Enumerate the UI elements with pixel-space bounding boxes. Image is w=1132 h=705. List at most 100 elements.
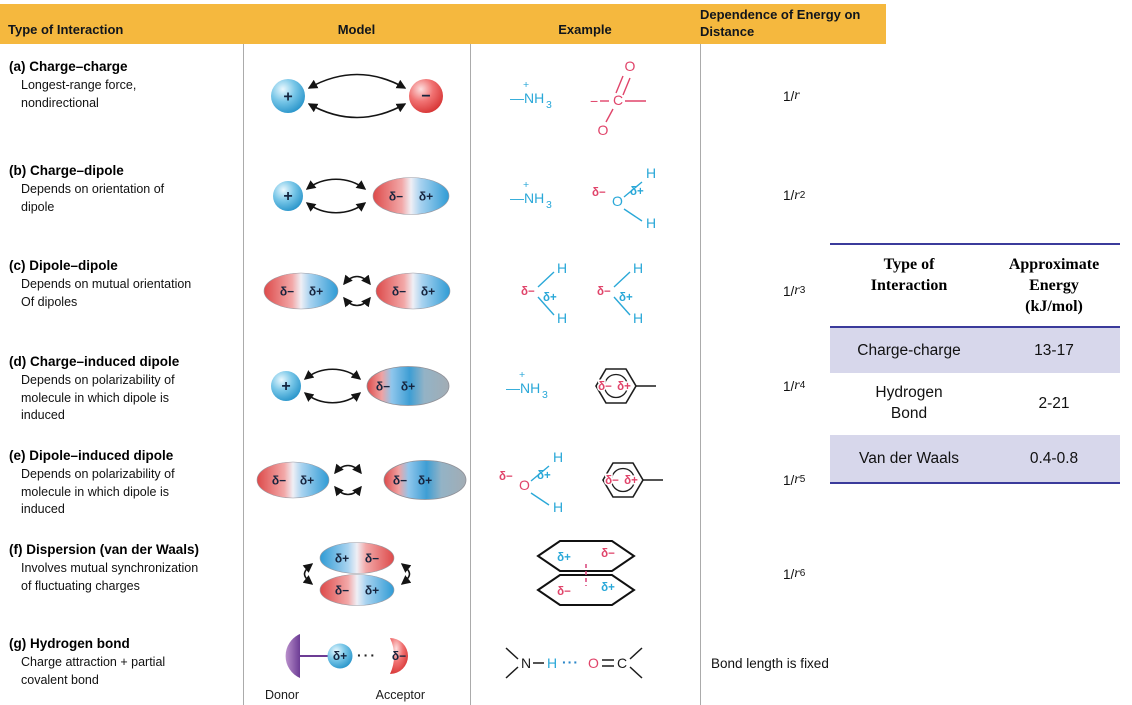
model-dipole-dipole: δ− δ+ δ− δ+ xyxy=(263,272,451,310)
oxygen-bottom-label: O xyxy=(597,122,608,138)
attraction-arrow-bottom xyxy=(307,103,407,119)
nh3-text: —NH xyxy=(510,90,544,106)
delta-minus-label: δ− xyxy=(376,380,390,394)
dipole-ellipse xyxy=(375,272,451,310)
oh-bond xyxy=(530,492,549,506)
hydrogen-label: H xyxy=(557,260,567,276)
nh3-superscript: + xyxy=(523,79,529,91)
row-title: (e) Dipole–induced dipole xyxy=(9,448,174,463)
oh-bond xyxy=(623,207,642,222)
benzene-ring-top xyxy=(535,540,636,572)
energy-table-header-energy: Approximate Energy (kJ/mol) xyxy=(988,254,1120,317)
ammonium-group: —NH 3 + xyxy=(510,79,552,111)
example-cell: —NH 3 + δ− O δ+ H H xyxy=(470,148,700,243)
row-desc-line: dipole xyxy=(21,199,55,214)
dipole-ellipse xyxy=(263,272,339,310)
delta-minus-label: δ− xyxy=(280,285,294,299)
oh-bond xyxy=(530,465,549,482)
carbon-label: C xyxy=(612,92,622,108)
hydrogen-label: H xyxy=(553,499,563,514)
plus-charge-label: + xyxy=(283,188,292,205)
energy-table-header: Type of Interaction Approximate Energy (… xyxy=(830,243,1120,329)
delta-minus-label: δ− xyxy=(557,586,571,598)
donor-acceptor-labels: Donor Acceptor xyxy=(244,688,470,702)
row-title: (g) Hydrogen bond xyxy=(9,636,130,651)
delta-minus-label: δ− xyxy=(605,475,619,487)
row-charge-dipole: (b) Charge–dipole Depends on orientation… xyxy=(0,148,886,243)
attraction-arrow-bottom xyxy=(303,392,362,404)
model-cell: δ+ δ− δ− δ+ xyxy=(243,527,470,621)
delta-plus-label: δ+ xyxy=(624,475,638,487)
nh3-text: —NH xyxy=(506,380,540,396)
row-desc-line: Of dipoles xyxy=(21,294,78,309)
dep-num: 1/ xyxy=(783,378,795,394)
delta-plus-label: δ+ xyxy=(365,584,379,598)
header-example: Example xyxy=(558,22,612,37)
model-cell: + − xyxy=(243,44,470,148)
header-model: Model xyxy=(337,22,376,37)
delta-plus-label: δ+ xyxy=(335,552,349,566)
plus-charge-label: + xyxy=(281,378,290,395)
model-dispersion: δ+ δ− δ− δ+ xyxy=(302,542,412,606)
carbon-label: C xyxy=(617,655,627,671)
dep-r: r xyxy=(794,378,800,393)
dep-num: 1/ xyxy=(783,472,795,488)
row-desc-line: Longest-range force, xyxy=(21,78,137,92)
header-line: Approximate xyxy=(1008,256,1100,273)
model-charge-charge: + − xyxy=(271,73,443,119)
oh-bond xyxy=(613,271,630,288)
row-desc-line: molecule in which dipole is xyxy=(21,390,169,405)
row-desc-line: of fluctuating charges xyxy=(21,578,140,593)
header-dependence: Dependence of Energy on Distance xyxy=(700,7,861,39)
example-cell: δ+ δ− δ− δ+ xyxy=(470,527,700,621)
row-dipole-induced-dipole: (e) Dipole–induced dipole Depends on pol… xyxy=(0,433,886,527)
delta-plus-label: δ+ xyxy=(543,292,557,304)
hydrogen-label: H xyxy=(646,165,656,181)
delta-plus-label: δ+ xyxy=(309,285,323,299)
dep-r: r xyxy=(794,88,800,103)
fluctuating-dipole-bottom xyxy=(319,574,395,606)
induced-dipole-ellipse xyxy=(366,366,450,406)
aromatic-circle xyxy=(603,373,628,399)
hydrogen-label: H xyxy=(646,215,656,230)
dep-num: 1/ xyxy=(783,188,795,203)
oxygen-top-label: O xyxy=(624,58,635,74)
row-hydrogen-bond: (g) Hydrogen bond Charge attraction + pa… xyxy=(0,621,886,705)
attraction-arrow-bottom xyxy=(334,485,362,497)
delta-plus-label: δ+ xyxy=(401,380,415,394)
row-desc-line: Depends on orientation of xyxy=(21,182,165,196)
model-hydrogen-bond: δ+ ··· δ− xyxy=(285,634,408,678)
benzene-ring-bottom xyxy=(535,574,636,606)
delta-plus-label: δ+ xyxy=(333,649,347,663)
model-cell: δ− δ+ δ− δ+ xyxy=(243,243,470,339)
delta-minus-label: δ− xyxy=(335,584,349,598)
example-cell: N H ··· O C xyxy=(470,621,700,705)
oxygen-label: O xyxy=(519,477,530,493)
row-charge-induced-dipole: (d) Charge–induced dipole Depends on pol… xyxy=(0,339,886,433)
interaction-type-cell: Van der Waals xyxy=(859,449,959,467)
attraction-arrow-right xyxy=(400,563,412,585)
row-title: (d) Charge–induced dipole xyxy=(9,354,180,369)
nh3-superscript: + xyxy=(519,369,525,381)
hydrogen-bond-dots: ··· xyxy=(357,647,377,663)
positive-ion-sphere xyxy=(271,371,301,401)
nitrogen-label: N xyxy=(521,655,531,671)
delta-minus-label: δ− xyxy=(365,552,379,566)
dep-num: 1/ xyxy=(783,566,795,582)
nh3-subscript: 3 xyxy=(546,199,552,211)
attraction-arrow-top xyxy=(334,463,362,475)
model-charge-dipole: + δ− δ+ xyxy=(273,176,450,215)
type-cell: (a) Charge–charge Longest-range force, n… xyxy=(0,44,243,148)
donor-label: Donor xyxy=(265,688,300,702)
model-cell: δ− δ+ δ− δ+ xyxy=(243,433,470,527)
type-cell: (e) Dipole–induced dipole Depends on pol… xyxy=(0,433,243,527)
delta-plus-label: δ+ xyxy=(537,470,551,482)
oh-bond xyxy=(537,271,554,288)
hydrogen-label: H xyxy=(633,310,643,325)
fluctuating-dipole-top xyxy=(319,542,395,574)
acceptor-label: Acceptor xyxy=(375,688,425,702)
water-molecule-angle: δ− δ+ H H xyxy=(521,260,567,325)
approximate-energy-table: Type of Interaction Approximate Energy (… xyxy=(830,243,1120,485)
model-dipole-induced-dipole: δ− δ+ δ− δ+ xyxy=(256,460,467,500)
